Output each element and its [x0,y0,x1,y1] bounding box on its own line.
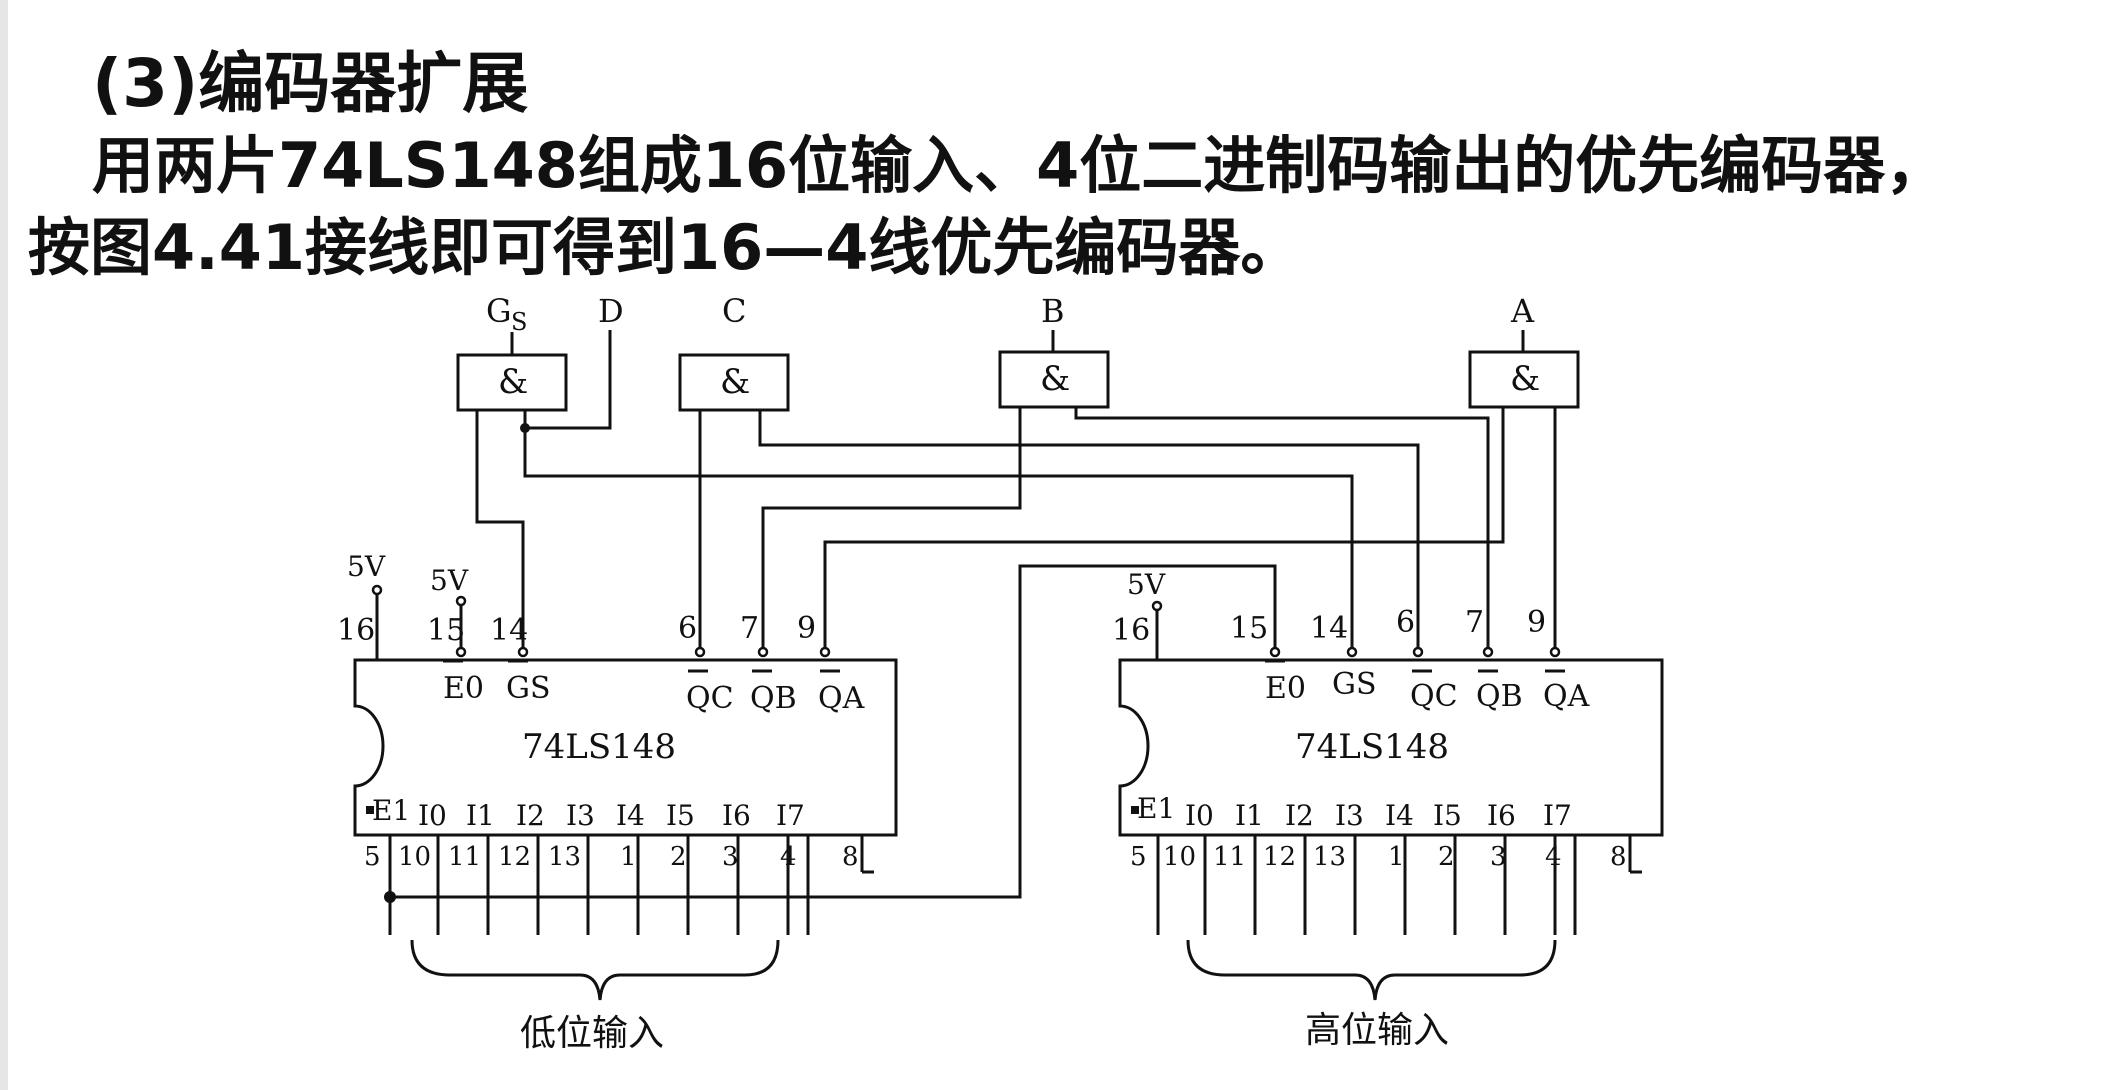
right-sig-i3: I3 [1335,799,1364,832]
wire-c-right [758,410,1420,650]
left-pin-16: 16 [337,613,375,648]
right-pin-16: 16 [1112,613,1150,648]
label-b: B [1041,292,1065,330]
left-pin-1: 1 [620,842,637,872]
wire-gs-right-to-gate [523,410,1354,650]
left-5v-16: 5V [347,550,386,583]
right-sig-i0: I0 [1185,799,1214,832]
right-sig-i7: I7 [1543,799,1572,832]
right-pin-10: 10 [1163,842,1196,872]
left-sig-i6: I6 [722,799,751,832]
right-sig-i5: I5 [1433,799,1462,832]
right-pin-8: 8 [1610,842,1627,872]
right-sig-gs: GS [1332,667,1377,702]
right-sig-i1: I1 [1235,799,1264,832]
label-c: C [722,292,746,330]
right-pin-4: 4 [1545,842,1562,872]
paragraph-line-2: 按图4.41接线即可得到16—4线优先编码器。 [28,211,1303,284]
left-pin-10: 10 [398,842,431,872]
right-pin-9: 9 [1527,605,1546,640]
wire-b-right [1074,407,1490,650]
right-pin-7: 7 [1465,605,1484,640]
left-pin-6: 6 [678,611,697,646]
right-chip-label: 74LS148 [1295,727,1449,767]
right-pin-14: 14 [1310,611,1348,646]
left-pin-9: 9 [797,611,816,646]
left-sig-e1: E1 [372,794,410,827]
left-pin-5: 5 [364,842,381,872]
right-sig-e0: E0 [1265,671,1306,706]
low-input-label: 低位输入 [520,1013,664,1054]
right-pin-1: 1 [1388,842,1405,872]
left-sig-i5: I5 [666,799,695,832]
left-5v-15: 5V [430,564,469,597]
right-pin-3: 3 [1490,842,1507,872]
right-sig-i2: I2 [1285,799,1314,832]
left-sig-gs: GS [506,671,551,706]
left-sig-i0: I0 [418,799,447,832]
high-input-label: 高位输入 [1305,1010,1449,1051]
gate-symbol-c: & [720,362,750,402]
right-sig-i6: I6 [1487,799,1516,832]
right-pin-11: 11 [1213,842,1246,872]
label-gs: G [486,292,512,330]
label-gs-sub: S [511,308,527,336]
left-chip-body [353,658,898,837]
right-sig-qc: QC [1410,679,1458,714]
left-sig-qc: QC [686,681,734,716]
section-heading: (3)编码器扩展 [92,45,529,122]
left-sig-i1: I1 [466,799,495,832]
right-sig-e1: E1 [1137,792,1175,825]
right-pin-5: 5 [1130,842,1147,872]
left-pin-12: 12 [498,842,531,872]
left-sig-qa: QA [818,681,865,716]
right-sig-qa: QA [1543,679,1590,714]
paragraph-line-1: 用两片74LS148组成16位输入、4位二进制码输出的优先编码器， [92,129,1948,202]
left-sig-i2: I2 [516,799,545,832]
wire-gate-to-left-gs [475,410,525,650]
left-pin-11: 11 [448,842,481,872]
left-pin-14: 14 [490,613,528,648]
left-pin-4: 4 [780,842,797,872]
left-sig-i3: I3 [566,799,595,832]
right-pin-13: 13 [1313,842,1346,872]
right-sig-qb: QB [1476,679,1523,714]
gate-symbol-gs: & [498,362,528,402]
wire-b-left [761,407,1022,650]
left-sig-i7: I7 [776,799,805,832]
left-sig-qb: QB [750,681,797,716]
left-pin-3: 3 [722,842,739,872]
left-pin-13: 13 [548,842,581,872]
left-chip-label: 74LS148 [522,727,676,767]
right-pin-6: 6 [1396,605,1415,640]
high-input-brace [1186,939,1557,1001]
left-sig-e0: E0 [443,671,484,706]
left-pin-7: 7 [740,611,759,646]
wire-a-left [823,407,1505,650]
label-d: D [598,292,624,330]
right-sig-i4: I4 [1385,799,1414,832]
wire-d [525,330,612,430]
left-pin-15: 15 [427,613,465,648]
left-pin-2: 2 [670,842,687,872]
and-gate-c [678,353,790,412]
left-sig-i4: I4 [616,799,645,832]
right-chip-body [1118,658,1664,837]
right-pin-2: 2 [1438,842,1455,872]
gate-symbol-b: & [1040,359,1070,399]
low-input-brace [410,939,780,1001]
gate-symbol-a: & [1510,359,1540,399]
label-a: A [1510,292,1535,330]
right-5v-16: 5V [1127,568,1166,601]
left-pin-8: 8 [842,842,859,872]
right-pin-12: 12 [1263,842,1296,872]
wire-eo-to-ei [390,564,1277,899]
right-pin-15: 15 [1230,611,1268,646]
left-edge-bar [0,0,8,1090]
